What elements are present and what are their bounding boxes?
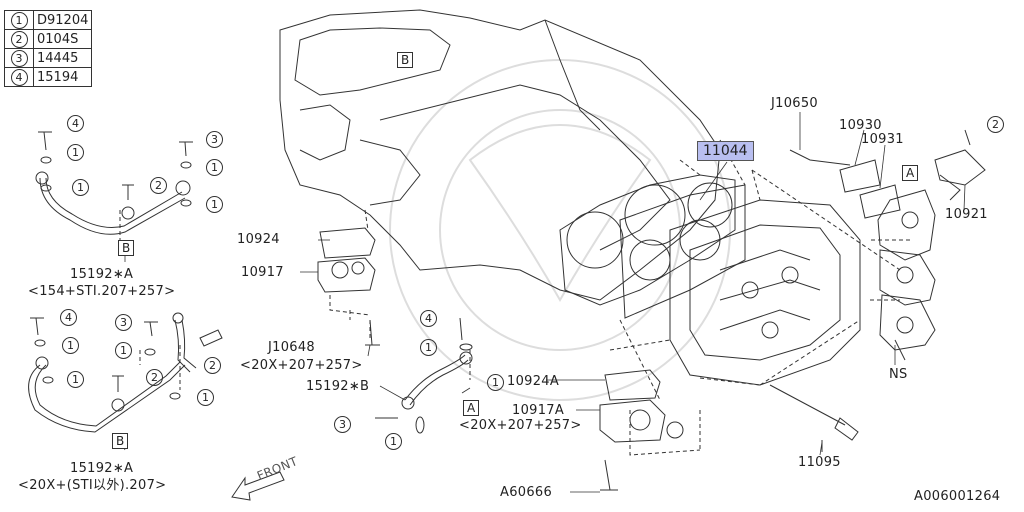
long-bolt bbox=[769, 384, 859, 452]
part-label-10924a[interactable]: 10924A bbox=[507, 374, 560, 389]
callout-2: 2 bbox=[204, 357, 221, 374]
part-label-10917a[interactable]: 10917A bbox=[512, 403, 565, 418]
assembly-dashed-lines bbox=[119, 139, 910, 456]
part-label-a60666[interactable]: A60666 bbox=[500, 485, 553, 500]
callout-1: 1 bbox=[115, 342, 132, 359]
callout-1: 1 bbox=[197, 389, 214, 406]
part-label-10924[interactable]: 10924 bbox=[237, 232, 280, 247]
callout-1: 1 bbox=[72, 179, 89, 196]
solenoid-left bbox=[317, 227, 380, 346]
callout-4: 4 bbox=[420, 310, 437, 327]
oil-pipe-b bbox=[375, 317, 473, 434]
ref-box-b: B bbox=[118, 240, 135, 256]
part-label-10930[interactable]: 10930 bbox=[839, 118, 882, 133]
callout-number: 1 bbox=[10, 11, 28, 29]
part-label-j10650[interactable]: J10650 bbox=[771, 96, 818, 111]
part-label-10921[interactable]: 10921 bbox=[945, 207, 988, 222]
oil-pipe-a-bottom bbox=[28, 312, 223, 433]
callout-1: 1 bbox=[206, 159, 223, 176]
variant-label-15192a-top: <154+STI.207+257> bbox=[28, 284, 176, 299]
variant-label-15192a-bottom: <20X+(STI以外).207> bbox=[18, 478, 167, 493]
callout-1: 1 bbox=[206, 196, 223, 213]
callout-2: 2 bbox=[146, 369, 163, 386]
part-label-11095[interactable]: 11095 bbox=[798, 455, 841, 470]
legend-code[interactable]: 15194 bbox=[32, 67, 93, 87]
cylinder-head bbox=[669, 199, 861, 386]
ref-box-b: B bbox=[397, 52, 414, 68]
legend-code[interactable]: 14445 bbox=[32, 48, 93, 68]
callout-number: 4 bbox=[10, 68, 28, 86]
callout-4: 4 bbox=[67, 115, 84, 132]
callout-2: 2 bbox=[150, 177, 167, 194]
cam-sprocket-side bbox=[789, 129, 986, 361]
front-arrow-icon bbox=[231, 471, 285, 501]
part-label-10917[interactable]: 10917 bbox=[241, 265, 284, 280]
callout-1: 1 bbox=[385, 433, 402, 450]
callout-1: 1 bbox=[62, 337, 79, 354]
part-11044-highlighted[interactable]: 11044 bbox=[697, 141, 754, 161]
variant-label-10917a: <20X+207+257> bbox=[459, 418, 582, 433]
callout-1: 1 bbox=[67, 144, 84, 161]
variant-label-j10648: <20X+207+257> bbox=[240, 358, 363, 373]
part-label-15192a-top[interactable]: 15192∗A bbox=[70, 267, 134, 282]
part-label-10931[interactable]: 10931 bbox=[861, 132, 904, 147]
callout-number: 3 bbox=[10, 49, 28, 67]
callout-number: 2 bbox=[10, 30, 28, 48]
part-label-15192a-bottom[interactable]: 15192∗A bbox=[70, 461, 134, 476]
ref-box-a: A bbox=[463, 400, 480, 416]
ref-box-a: A bbox=[902, 165, 919, 181]
part-label-j10648[interactable]: J10648 bbox=[268, 340, 315, 355]
callout-1: 1 bbox=[420, 339, 437, 356]
callout-2: 2 bbox=[987, 116, 1004, 133]
engine-block bbox=[279, 9, 736, 306]
diagram-id: A006001264 bbox=[914, 489, 1001, 504]
part-label-ns[interactable]: NS bbox=[889, 367, 908, 382]
ref-box-b: B bbox=[112, 433, 129, 449]
part-label-15192b[interactable]: 15192∗B bbox=[306, 379, 370, 394]
callout-3: 3 bbox=[334, 416, 351, 433]
callout-1: 1 bbox=[67, 371, 84, 388]
callout-1: 1 bbox=[487, 374, 504, 391]
callout-4: 4 bbox=[60, 309, 77, 326]
leader-lines bbox=[119, 112, 966, 493]
oil-pipe-a-top bbox=[35, 131, 193, 235]
callout-3: 3 bbox=[115, 314, 132, 331]
callout-3: 3 bbox=[206, 131, 223, 148]
solenoid-bottom bbox=[599, 369, 684, 491]
